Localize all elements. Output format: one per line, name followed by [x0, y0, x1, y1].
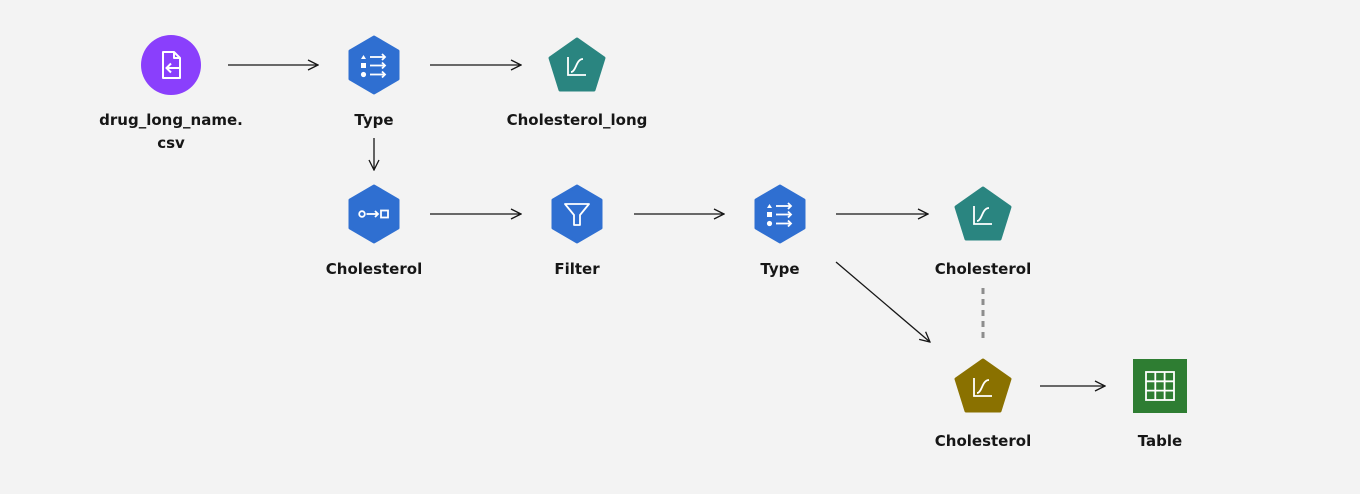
- type-list-icon: [754, 184, 806, 244]
- model-curve-icon: [548, 37, 606, 92]
- model-nugget-icon: [954, 358, 1012, 413]
- node-cholesterol-long[interactable]: Cholesterol_long: [507, 35, 647, 132]
- file-import-icon: [141, 35, 201, 95]
- node-filter[interactable]: Filter: [517, 184, 637, 281]
- node-type-top[interactable]: Type: [314, 35, 434, 132]
- node-label: Filter: [554, 260, 600, 278]
- node-label: Cholesterol: [934, 432, 1032, 450]
- filter-funnel-icon: [551, 184, 603, 244]
- node-label: Type: [760, 260, 800, 278]
- type-list-icon: [348, 35, 400, 95]
- node-derive[interactable]: Cholesterol: [314, 184, 434, 281]
- node-type-mid[interactable]: Type: [720, 184, 840, 281]
- node-label: Cholesterol: [934, 260, 1032, 278]
- table-grid-icon: [1133, 359, 1187, 413]
- node-cholesterol-nugget[interactable]: Cholesterol: [923, 356, 1043, 453]
- link-type-to-cholesterol-nugget[interactable]: [835, 261, 930, 342]
- derive-icon: [348, 184, 400, 244]
- node-source-file[interactable]: drug_long_name. csv: [99, 35, 243, 155]
- node-label: Table: [1137, 432, 1183, 450]
- model-curve-icon: [954, 186, 1012, 241]
- node-label: Type: [354, 111, 394, 129]
- node-label: Cholesterol_long: [506, 111, 648, 129]
- node-table[interactable]: Table: [1100, 356, 1220, 453]
- node-label: drug_long_name. csv: [99, 111, 243, 152]
- node-label: Cholesterol: [325, 260, 423, 278]
- node-cholesterol-model[interactable]: Cholesterol: [923, 184, 1043, 281]
